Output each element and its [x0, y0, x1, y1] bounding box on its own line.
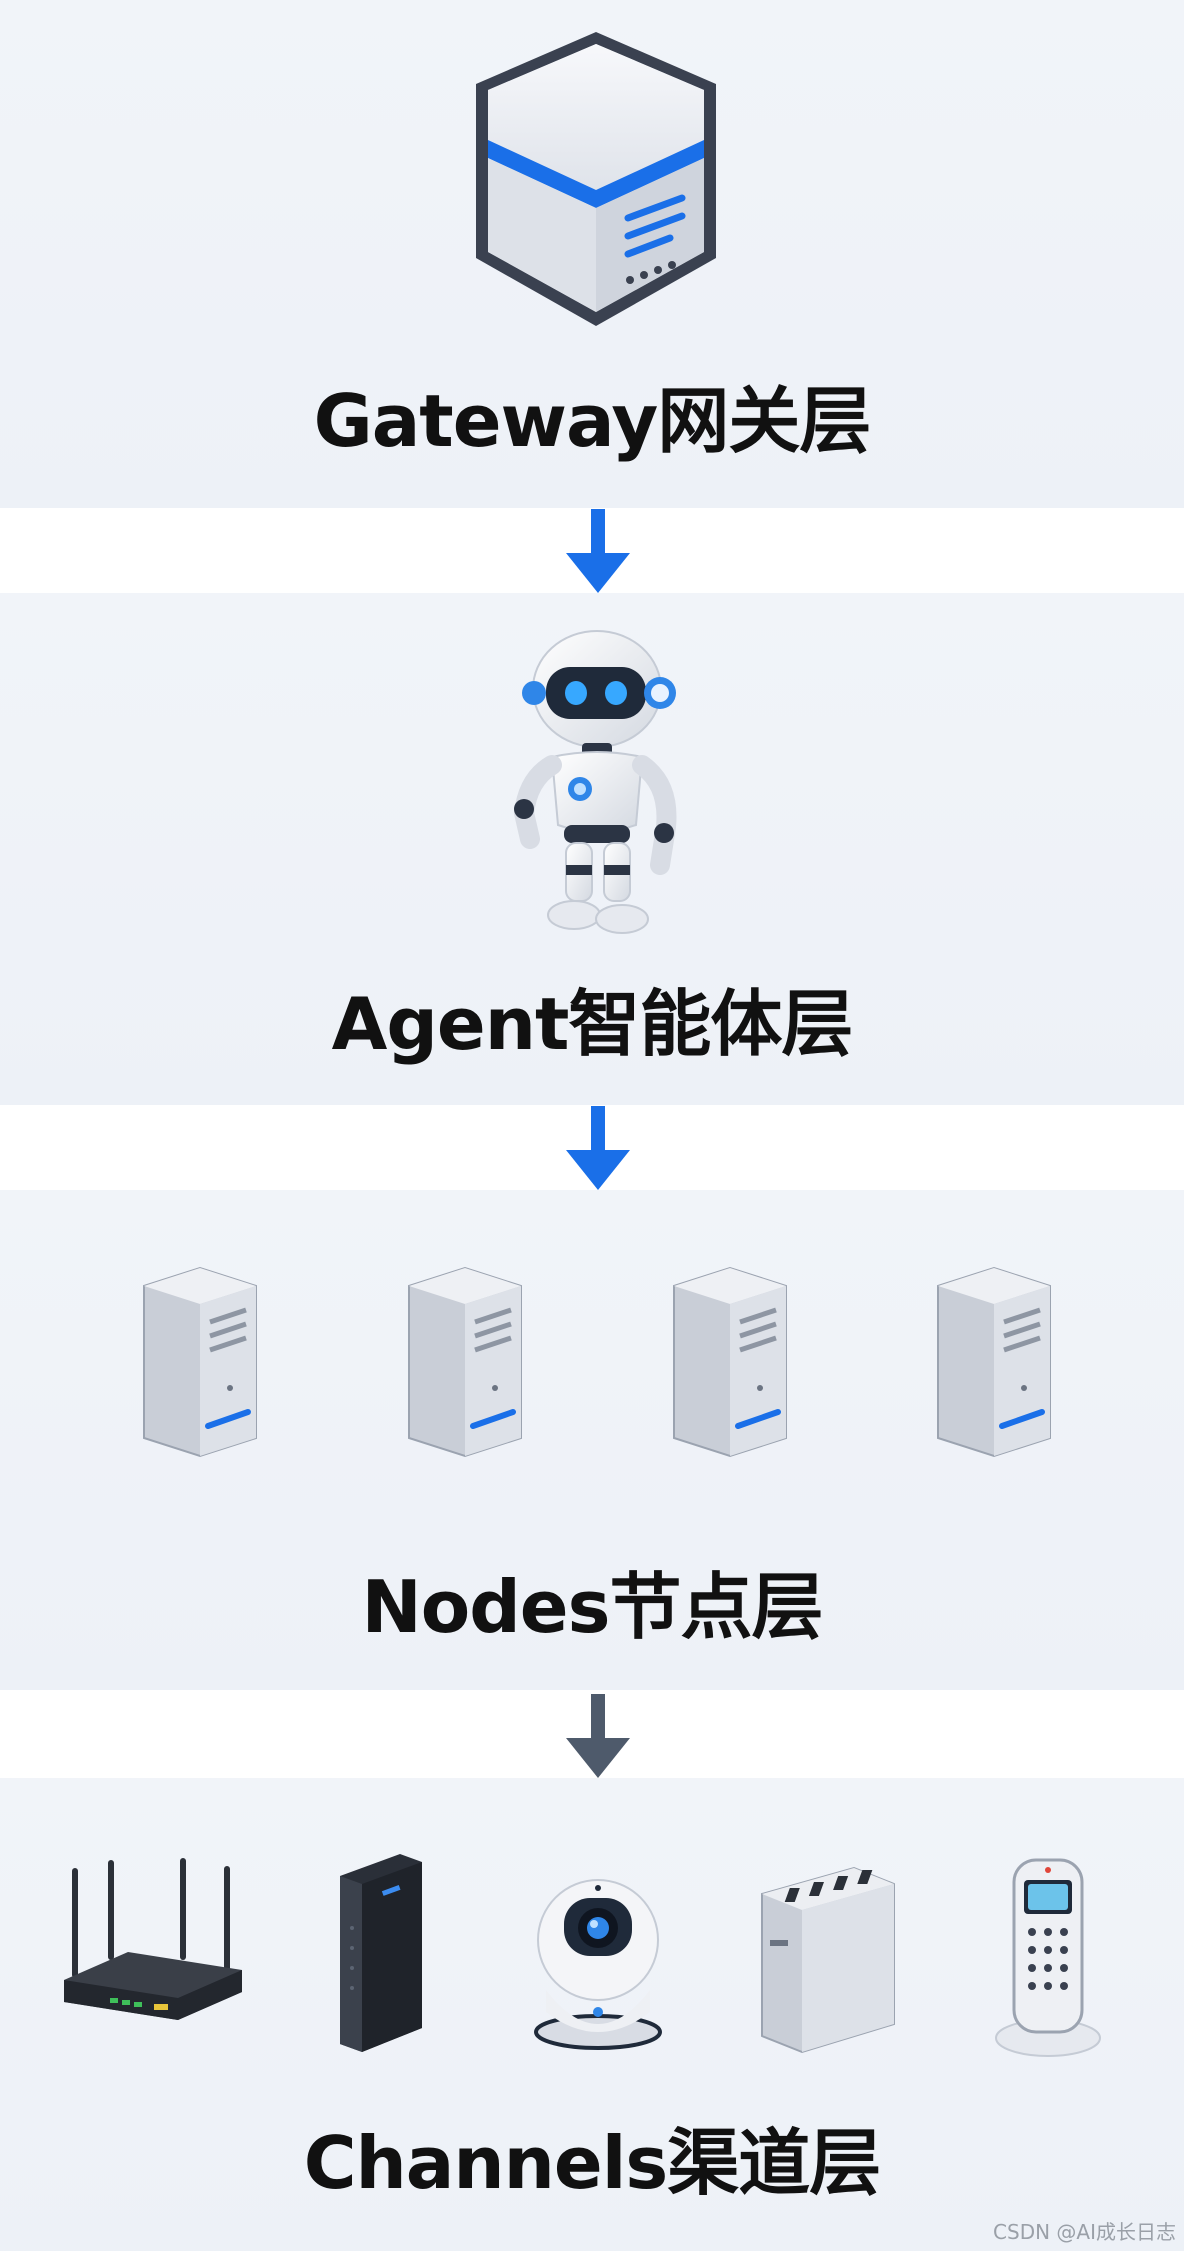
agent-layer: Agent智能体层 [0, 593, 1184, 1105]
channels-layer-title: Channels渠道层 [303, 2121, 882, 2205]
server-tower-icon [143, 1266, 257, 1458]
gateway-layer-title: Gateway网关层 [313, 379, 872, 463]
arrow-down-icon [566, 509, 630, 593]
channels-layer: Channels渠道层 [0, 1778, 1184, 2251]
phone-icon [995, 1858, 1101, 2057]
security-camera-icon [534, 1879, 662, 2050]
usb-hub-icon [761, 1866, 895, 2054]
agent-layer-title: Agent智能体层 [331, 982, 854, 1066]
server-tower-icon [408, 1266, 522, 1458]
watermark: CSDN @AI成长日志 [993, 2220, 1176, 2244]
nodes-layer-title: Nodes节点层 [361, 1565, 824, 1649]
robot-icon [513, 630, 677, 934]
server-tower-icon [937, 1266, 1051, 1458]
arrow-down-icon [566, 1106, 630, 1190]
nodes-layer: Nodes节点层 [0, 1190, 1184, 1690]
gateway-layer: Gateway网关层 [0, 0, 1184, 508]
gateway-server-icon [476, 32, 716, 326]
arrow-down-icon [566, 1694, 630, 1778]
wifi-router-icon [64, 1858, 242, 2020]
server-tower-icon [673, 1266, 787, 1458]
modem-icon [340, 1854, 422, 2052]
